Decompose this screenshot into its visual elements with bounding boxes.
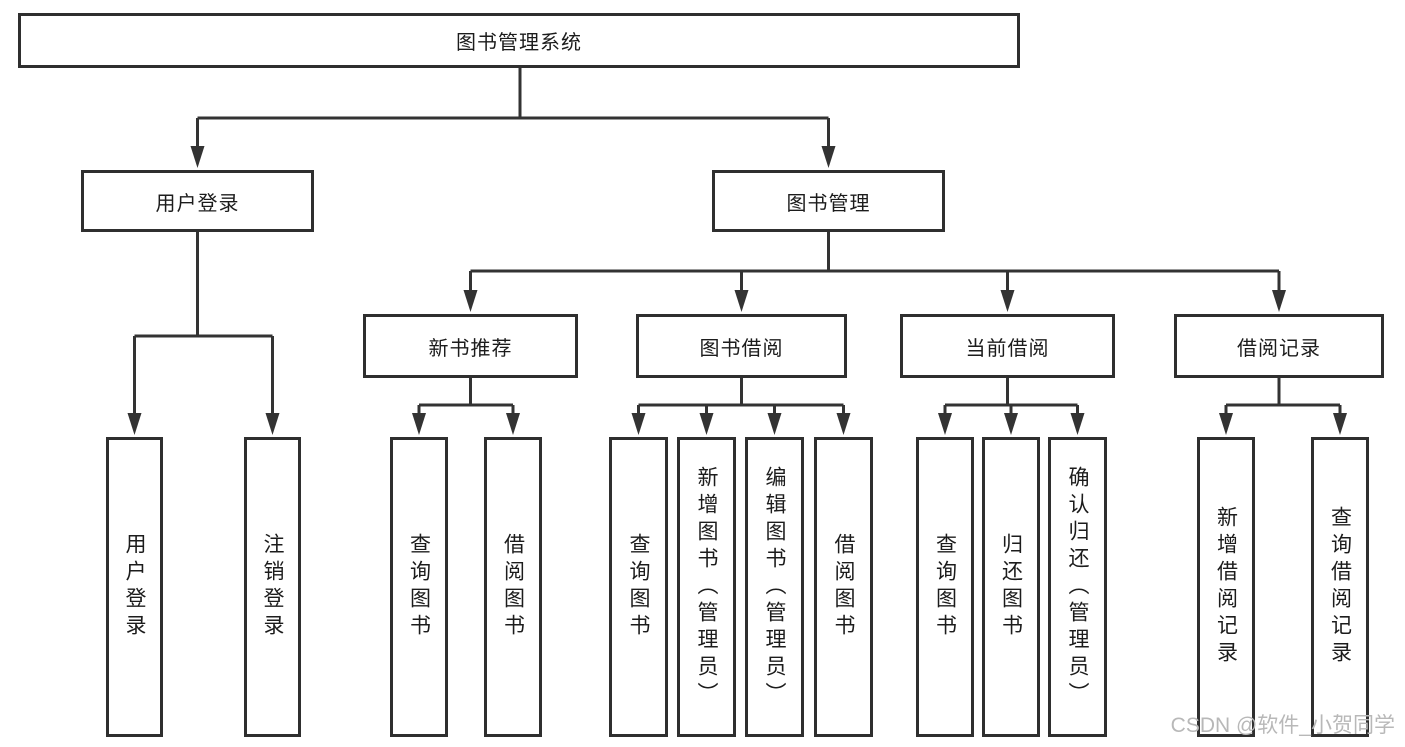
arrowhead-icon	[127, 413, 142, 435]
arrowhead-icon	[631, 413, 646, 435]
connector-currentborrow-to-leaves	[938, 378, 1085, 435]
arrowhead-icon	[1219, 413, 1233, 435]
leaf-add-books-admin-label: 新增图书（管理员）	[695, 465, 718, 709]
leaf-query-books-1: 查询图书	[390, 437, 448, 737]
leaf-edit-books-admin-label: 编辑图书（管理员）	[763, 465, 786, 709]
arrowhead-icon	[836, 413, 851, 435]
connector-userlogin-to-leaves	[127, 232, 280, 435]
leaf-user-login-label: 用户登录	[123, 533, 146, 641]
arrowhead-icon	[734, 290, 749, 312]
leaf-add-borrow-record-label: 新增借阅记录	[1214, 506, 1238, 668]
node-new-book-recommend: 新书推荐	[363, 314, 578, 378]
node-book-management-label: 图书管理	[786, 192, 871, 215]
node-root-label: 图书管理系统	[456, 32, 582, 54]
arrowhead-icon	[1070, 413, 1085, 435]
leaf-logout: 注销登录	[244, 437, 301, 737]
arrowhead-icon	[463, 290, 478, 312]
leaf-logout-label: 注销登录	[261, 533, 284, 641]
node-user-login-label: 用户登录	[155, 192, 240, 215]
arrowhead-icon	[265, 413, 280, 435]
arrowhead-icon	[190, 146, 205, 168]
node-borrowing-records: 借阅记录	[1174, 314, 1384, 378]
arrowhead-icon	[699, 413, 714, 435]
connector-bookborrow-to-leaves	[631, 378, 851, 435]
leaf-query-borrow-record-label: 查询借阅记录	[1328, 506, 1352, 668]
leaf-confirm-return-admin: 确认归还（管理员）	[1048, 437, 1107, 737]
node-book-management: 图书管理	[712, 170, 945, 232]
leaf-borrow-books-1: 借阅图书	[484, 437, 542, 737]
node-root: 图书管理系统	[18, 13, 1020, 68]
leaf-query-books-3-label: 查询图书	[933, 533, 957, 641]
node-book-borrowing-label: 图书借阅	[699, 337, 784, 360]
node-new-book-recommend-label: 新书推荐	[428, 337, 513, 360]
node-current-borrowing-label: 当前借阅	[965, 337, 1050, 360]
arrowhead-icon	[938, 413, 952, 435]
connector-bookmgmt-to-level3	[463, 232, 1286, 312]
leaf-user-login: 用户登录	[106, 437, 163, 737]
leaf-confirm-return-admin-label: 确认归还（管理员）	[1066, 465, 1089, 709]
node-borrowing-records-label: 借阅记录	[1237, 337, 1321, 360]
leaf-return-books: 归还图书	[982, 437, 1040, 737]
leaf-add-books-admin: 新增图书（管理员）	[677, 437, 736, 737]
connector-root-to-level2	[190, 68, 836, 168]
leaf-borrow-books-2: 借阅图书	[814, 437, 873, 737]
arrowhead-icon	[412, 413, 426, 435]
leaf-return-books-label: 归还图书	[999, 533, 1023, 641]
node-user-login: 用户登录	[81, 170, 314, 232]
leaf-query-books-3: 查询图书	[916, 437, 974, 737]
leaf-borrow-books-1-label: 借阅图书	[501, 533, 525, 641]
node-current-borrowing: 当前借阅	[900, 314, 1115, 378]
arrowhead-icon	[821, 146, 836, 168]
connector-borrowrecords-to-leaves	[1219, 378, 1347, 435]
leaf-edit-books-admin: 编辑图书（管理员）	[745, 437, 804, 737]
leaf-query-borrow-record: 查询借阅记录	[1311, 437, 1369, 737]
leaf-query-books-2: 查询图书	[609, 437, 668, 737]
arrowhead-icon	[767, 413, 782, 435]
leaf-borrow-books-2-label: 借阅图书	[832, 533, 855, 641]
arrowhead-icon	[1333, 413, 1347, 435]
csdn-watermark: CSDN @软件_小贺同学	[1170, 714, 1395, 737]
leaf-query-books-2-label: 查询图书	[627, 533, 650, 641]
leaf-query-books-1-label: 查询图书	[407, 533, 431, 641]
arrowhead-icon	[1272, 290, 1286, 312]
connector-newbooks-to-leaves	[412, 378, 520, 435]
node-book-borrowing: 图书借阅	[636, 314, 847, 378]
arrowhead-icon	[1000, 290, 1015, 312]
leaf-add-borrow-record: 新增借阅记录	[1197, 437, 1255, 737]
arrowhead-icon	[1004, 413, 1018, 435]
arrowhead-icon	[506, 413, 520, 435]
